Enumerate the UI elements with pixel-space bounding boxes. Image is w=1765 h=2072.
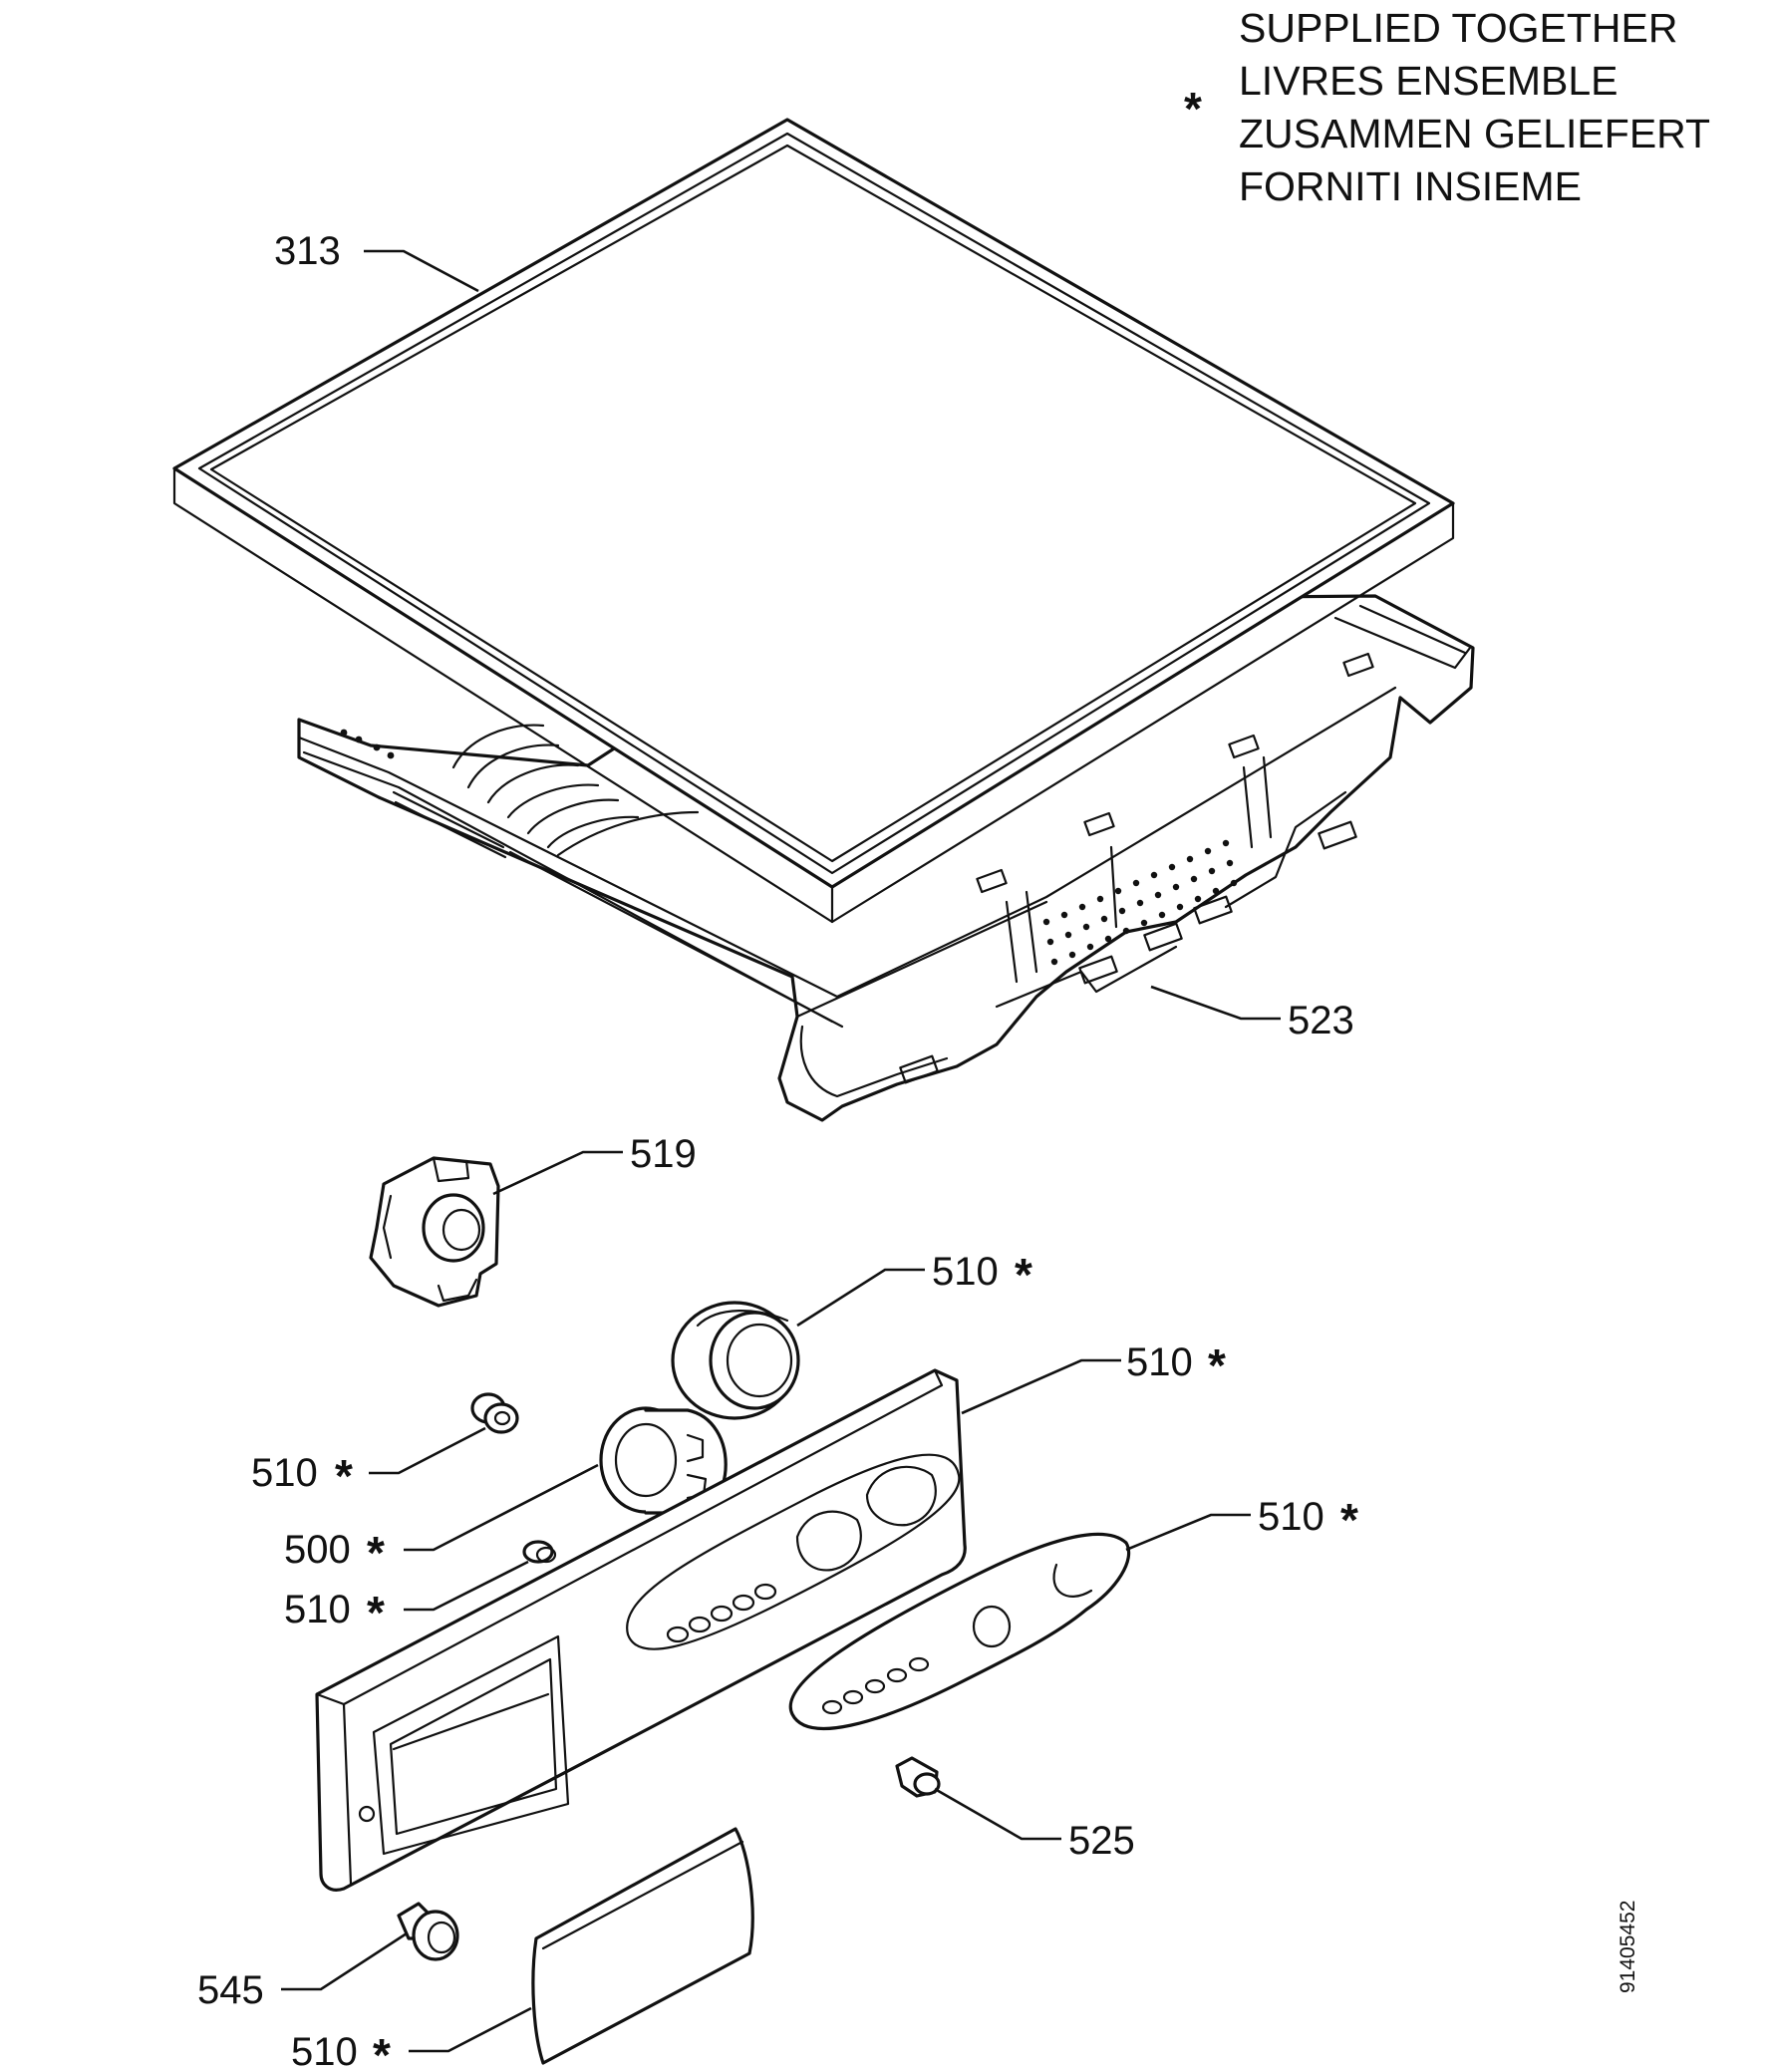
- knob-ring: [671, 1301, 800, 1420]
- callout-label: 510: [284, 1588, 351, 1631]
- button-545: [397, 1902, 459, 1961]
- callout-asterisk: *: [1340, 1494, 1358, 1546]
- callout-label: 510: [1126, 1340, 1193, 1384]
- decor-foil: [788, 1532, 1131, 1730]
- callout-label: 510: [251, 1451, 318, 1495]
- callout-label: 523: [1288, 999, 1354, 1042]
- legend-asterisk: *: [1184, 83, 1202, 135]
- callout-label: 510: [932, 1250, 999, 1294]
- callout-510-plug: 510 *: [284, 1560, 529, 1638]
- callout-510-decor-foil: 510 *: [1125, 1494, 1358, 1552]
- selector-switch: [369, 1156, 500, 1308]
- legend-line-2: LIVRES ENSEMBLE: [1239, 58, 1618, 104]
- callout-label: 519: [630, 1132, 697, 1176]
- callout-asterisk: *: [367, 1527, 385, 1579]
- callout-label: 500: [284, 1528, 351, 1572]
- legend-line-3: ZUSAMMEN GELIEFERT: [1239, 111, 1710, 156]
- callout-asterisk: *: [367, 1587, 385, 1638]
- callout-asterisk: *: [1208, 1339, 1226, 1391]
- knob: [599, 1406, 728, 1515]
- legend: * SUPPLIED TOGETHER LIVRES ENSEMBLE ZUSA…: [1184, 5, 1710, 209]
- callout-label: 525: [1068, 1819, 1135, 1863]
- callout-523: 523: [1150, 985, 1354, 1042]
- callout-313: 313: [274, 229, 479, 293]
- top-lid: [172, 118, 1455, 924]
- callout-500-knob: 500 *: [284, 1463, 599, 1579]
- pin-525: [895, 1756, 941, 1798]
- callout-label: 510: [291, 2030, 358, 2072]
- small-plug: [522, 1540, 557, 1564]
- callout-asterisk: *: [373, 2029, 391, 2072]
- callout-525: 525: [934, 1787, 1135, 1863]
- callout-519: 519: [492, 1132, 697, 1196]
- legend-line-1: SUPPLIED TOGETHER: [1239, 5, 1678, 51]
- callout-asterisk: *: [1015, 1249, 1032, 1301]
- callout-label: 545: [197, 1968, 264, 2012]
- callout-asterisk: *: [335, 1450, 353, 1502]
- callout-510-knob-ring: 510 *: [796, 1249, 1032, 1328]
- drawer-handle: [531, 1827, 754, 2065]
- callout-545: 545: [197, 1931, 408, 2012]
- small-bushing: [470, 1392, 519, 1434]
- callout-510-front-panel: 510 *: [961, 1339, 1226, 1415]
- document-number: 91405452: [1617, 1901, 1639, 1993]
- callout-label: 510: [1258, 1495, 1324, 1539]
- vent-holes: [1042, 839, 1238, 966]
- legend-line-4: FORNITI INSIEME: [1239, 163, 1582, 209]
- callout-510-handle: 510 *: [291, 2006, 532, 2072]
- callout-510-bushing: 510 *: [251, 1426, 486, 1502]
- front-panel: [315, 1368, 967, 1892]
- callout-label: 313: [274, 229, 341, 273]
